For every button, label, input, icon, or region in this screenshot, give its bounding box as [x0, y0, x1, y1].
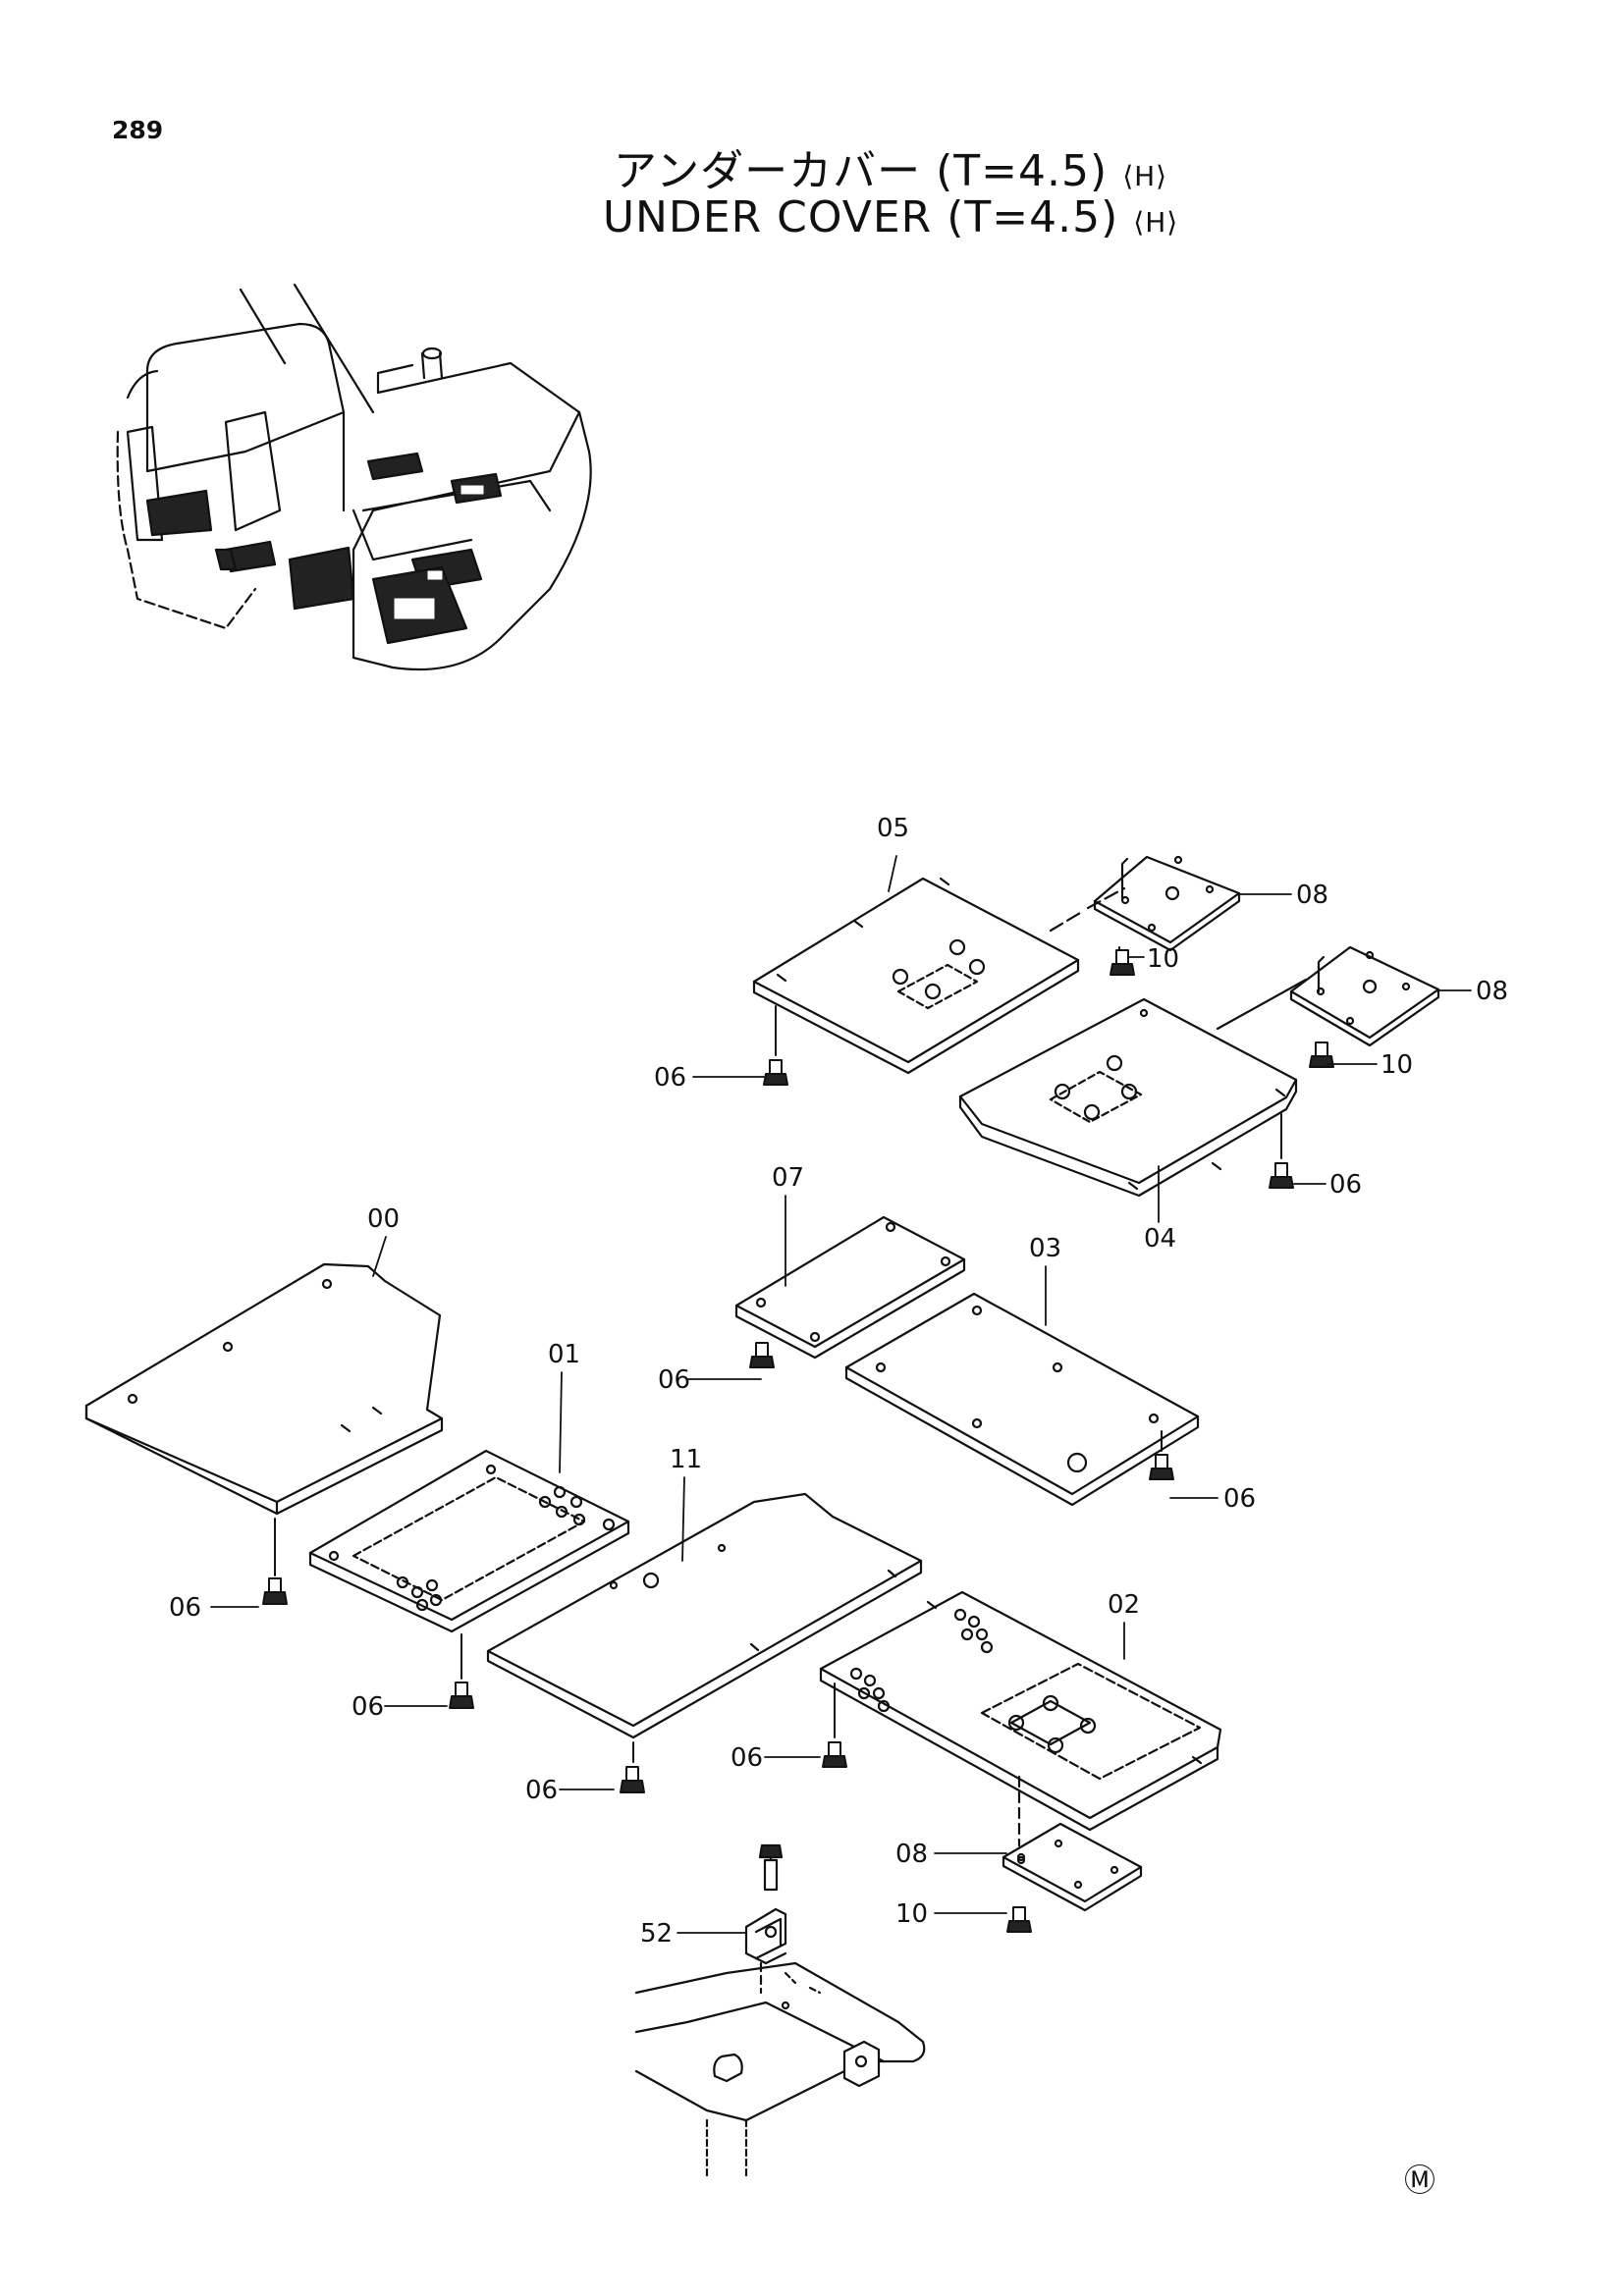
part-04-plate — [958, 978, 1308, 1198]
title-japanese: アンダーカバー (T=4.5) ⟨H⟩ — [79, 135, 1624, 198]
part-52-bracket-and-frame — [634, 1843, 926, 2181]
callout-01: 01 — [548, 1340, 580, 1369]
callout-11: 11 — [670, 1445, 702, 1474]
footer-mark: Ⓜ — [1404, 2162, 1436, 2199]
callout-04: 04 — [1144, 1224, 1176, 1254]
part-01-plate — [308, 1449, 630, 1633]
part-03-plate — [844, 1292, 1200, 1507]
callout-03: 03 — [1029, 1234, 1061, 1263]
callout-06-c: 06 — [658, 1365, 690, 1395]
callout-06-f: 06 — [352, 1692, 384, 1722]
machine-overview-illustration — [116, 283, 592, 671]
callout-10-middle: 10 — [1380, 1050, 1413, 1080]
title-jp-text: アンダーカバー (T=4.5) — [613, 146, 1109, 196]
callout-06-d: 06 — [1223, 1484, 1256, 1514]
part-08-plate-top — [1093, 855, 1241, 952]
callout-07: 07 — [772, 1163, 804, 1193]
bolt-fasteners — [262, 946, 1334, 1933]
part-08-plate-bottom — [1001, 1822, 1143, 1912]
callout-06-b: 06 — [1329, 1170, 1362, 1200]
callout-06-a: 06 — [654, 1063, 686, 1093]
variant-mark: ⟨H⟩ — [1133, 206, 1179, 239]
callout-06-g: 06 — [731, 1743, 763, 1773]
callout-00: 00 — [367, 1204, 400, 1234]
part-00-plate — [84, 1262, 444, 1516]
title-english: UNDER COVER (T=4.5) ⟨H⟩ — [79, 192, 1624, 242]
callout-10-top: 10 — [1147, 944, 1179, 974]
part-05-plate — [752, 877, 1126, 1075]
variant-mark: ⟨H⟩ — [1122, 160, 1168, 192]
leader-lines — [210, 855, 1472, 1934]
callout-08-middle: 08 — [1476, 977, 1508, 1006]
page-number: 289 — [112, 116, 164, 144]
callout-08-bottom: 08 — [895, 1840, 928, 1869]
title-en-text: UNDER COVER (T=4.5) — [602, 192, 1119, 242]
part-08-plate-middle — [1289, 945, 1440, 1047]
callout-02: 02 — [1108, 1590, 1140, 1620]
callout-52: 52 — [640, 1919, 673, 1949]
part-07-plate — [734, 1215, 966, 1360]
callout-10-bottom: 10 — [895, 1899, 928, 1929]
callout-06-h: 06 — [525, 1776, 558, 1805]
part-11-plate — [486, 1492, 923, 1739]
callout-08-top: 08 — [1296, 881, 1328, 910]
callout-05: 05 — [877, 814, 909, 843]
callout-labels: 05 08 10 08 10 06 06 04 07 00 03 01 06 0… — [169, 814, 1508, 1949]
part-02-plate — [819, 1590, 1222, 1847]
callout-06-e: 06 — [169, 1593, 201, 1623]
